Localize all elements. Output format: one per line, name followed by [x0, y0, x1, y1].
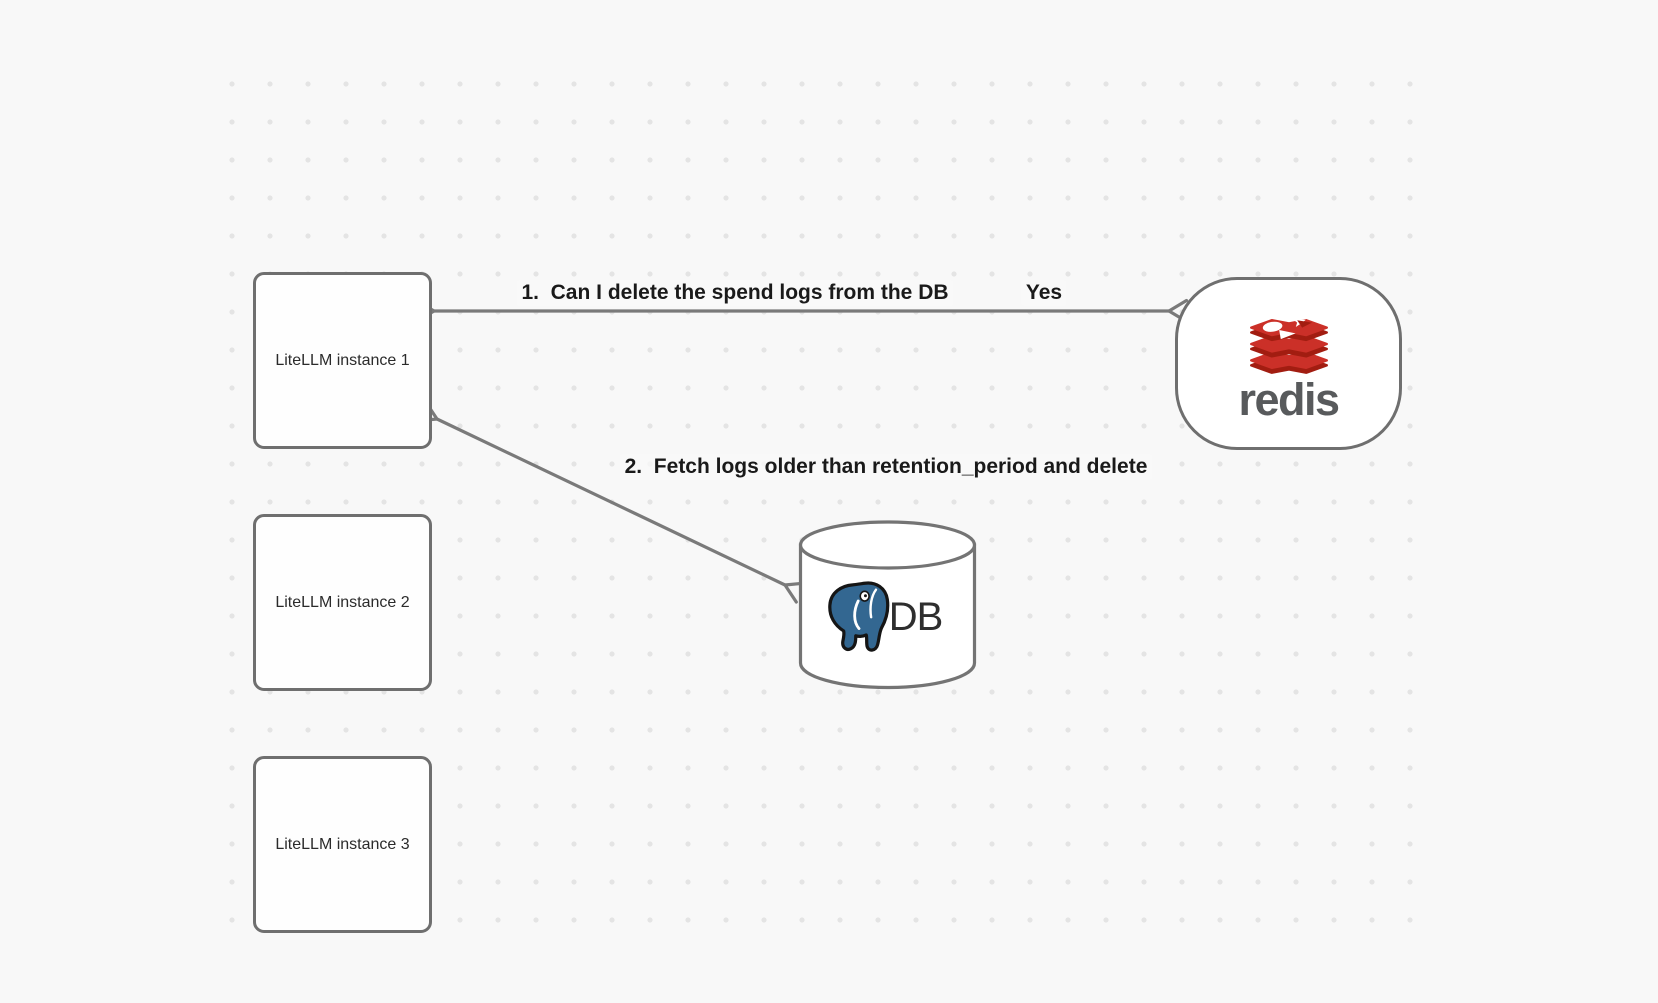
node-litellm-instance-2[interactable]: LiteLLM instance 2: [253, 514, 432, 691]
arrow1-question-label[interactable]: 1. Can I delete the spend logs from the …: [516, 280, 954, 306]
node-database-cylinder[interactable]: [797, 519, 978, 690]
redis-wordmark: redis: [1238, 373, 1340, 425]
node-litellm-instance-3[interactable]: LiteLLM instance 3: [253, 756, 432, 933]
node-label: LiteLLM instance 1: [275, 351, 410, 369]
database-label: DB: [888, 595, 944, 639]
node-redis[interactable]: redis: [1175, 277, 1402, 450]
node-litellm-instance-1[interactable]: LiteLLM instance 1: [253, 272, 432, 449]
node-label: LiteLLM instance 2: [275, 593, 410, 611]
postgresql-logo-icon: [827, 580, 890, 652]
redis-logo-icon: [1249, 314, 1328, 374]
arrow1-response-label[interactable]: Yes: [1020, 280, 1068, 306]
arrow-litellm-db[interactable]: [415, 400, 807, 604]
database-node-content: DB: [791, 519, 972, 690]
arrow2-action-label[interactable]: 2. Fetch logs older than retention_perio…: [619, 454, 1153, 480]
node-label: LiteLLM instance 3: [275, 835, 410, 853]
